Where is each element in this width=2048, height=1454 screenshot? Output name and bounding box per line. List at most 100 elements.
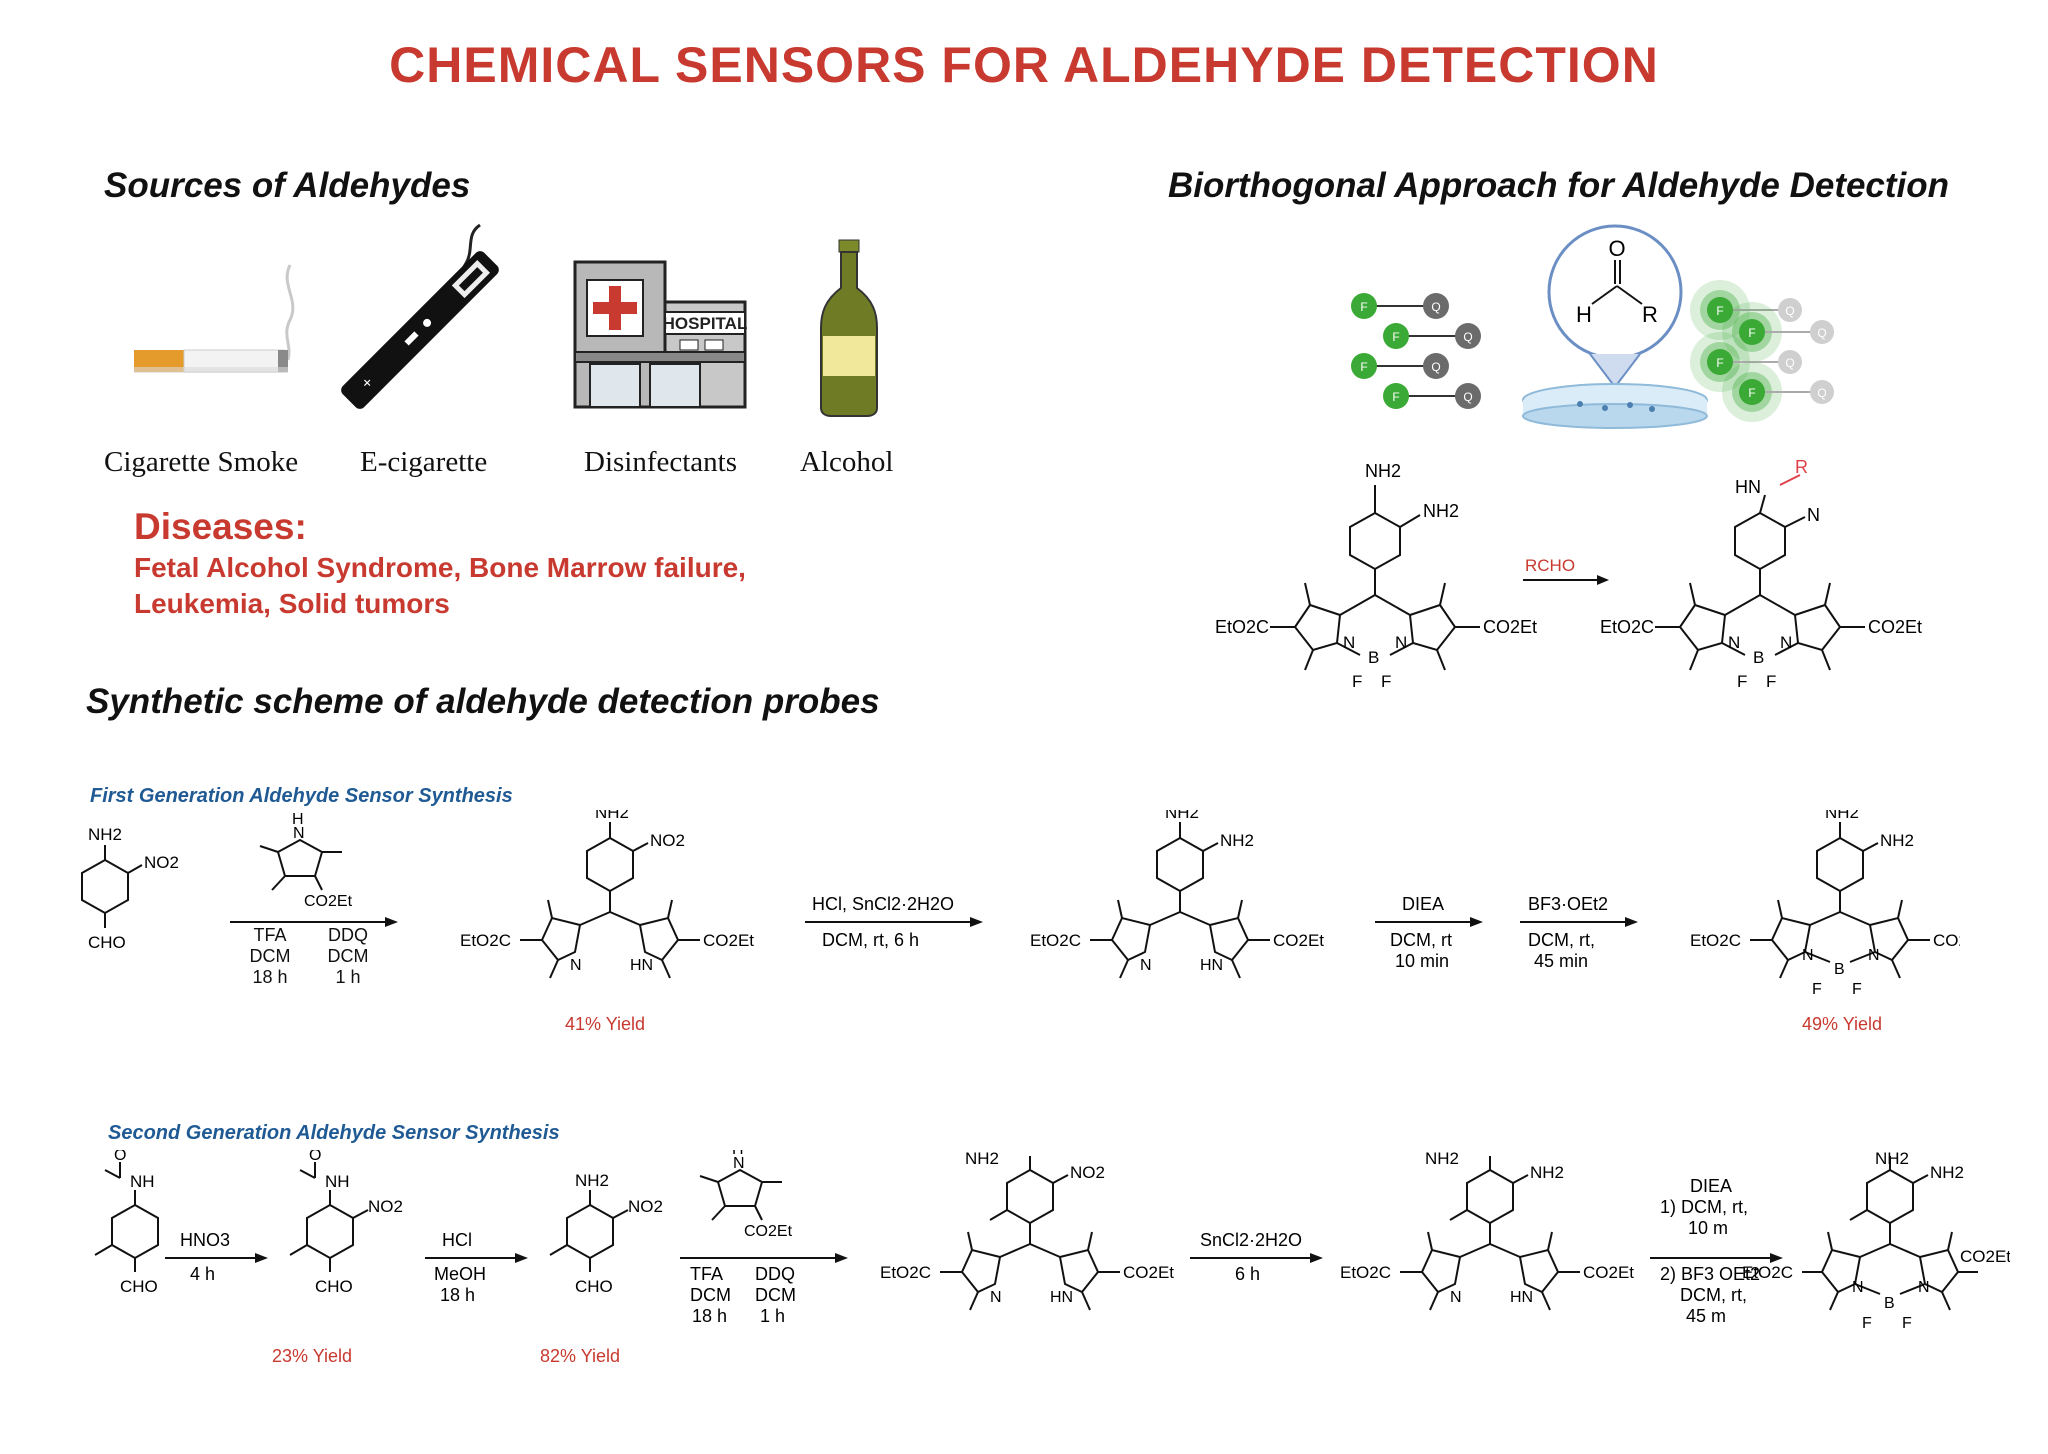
page-title: CHEMICAL SENSORS FOR ALDEHYDE DETECTION <box>389 37 1659 93</box>
cigarette-icon <box>134 264 295 373</box>
source-label-cigarette-smoke: Cigarette Smoke <box>104 446 299 478</box>
eto2c-label: EtO2C <box>1030 931 1081 950</box>
n-label: N <box>570 957 582 974</box>
nitrogen-label: N <box>1395 633 1407 652</box>
condition-text: 18 h <box>692 1306 727 1326</box>
hn-label: HN <box>630 957 653 974</box>
pyrrole-n-label: N <box>733 1155 745 1172</box>
fluorine-label: F <box>1381 672 1391 691</box>
boron-label: B <box>1753 648 1764 667</box>
hn-label: HN <box>1200 957 1223 974</box>
diseases-line-1: Fetal Alcohol Syndrome, Bone Marrow fail… <box>134 552 746 583</box>
co2et-label: CO2Et <box>1933 931 1960 950</box>
n-label: N <box>1868 947 1880 964</box>
fluorine-label: F <box>1766 672 1776 691</box>
fluorophore-label: F <box>1360 300 1367 314</box>
condition-text: TFA <box>253 925 287 945</box>
b-label: B <box>1884 1295 1895 1312</box>
alcohol-bottle-icon <box>820 239 878 417</box>
condition-text: 1 h <box>760 1306 785 1326</box>
condition-text: 45 m <box>1686 1306 1726 1326</box>
nh2-label: NH2 <box>595 810 629 822</box>
ester-right-label: CO2Et <box>1868 617 1922 637</box>
second-generation-label: Second Generation Aldehyde Sensor Synthe… <box>108 1122 560 1144</box>
condition-text: BF3·OEt2 <box>1528 894 1608 914</box>
imidazole-nh-label: HN <box>1735 477 1761 497</box>
no2-label: NO2 <box>650 831 685 850</box>
quenched-probes-icon: F Q F Q F Q F Q <box>1351 293 1481 409</box>
condition-text: HNO3 <box>180 1230 230 1250</box>
o-label: O <box>309 1150 321 1164</box>
diseases-line-2: Leukemia, Solid tumors <box>134 588 450 619</box>
aldehyde-oxygen: O <box>1608 236 1625 261</box>
n-label: N <box>1450 1289 1462 1306</box>
condition-text: DIEA <box>1690 1176 1732 1196</box>
condition-text: 6 h <box>1235 1264 1260 1284</box>
eto2c-label: EtO2C <box>1340 1263 1391 1282</box>
f-label: F <box>1862 1315 1872 1332</box>
benzimidazole-bodipy-structure <box>1655 474 1865 671</box>
nh2-label: NH2 <box>88 825 122 844</box>
quencher-label: Q <box>1817 326 1826 340</box>
bodipy-reaction-diagram: NH2 NH2 EtO2C CO2Et N N B F F RCHO R HN … <box>1215 457 1922 691</box>
condition-text: DCM, rt <box>1390 930 1452 950</box>
bioorthogonal-heading: Biorthogonal Approach for Aldehyde Detec… <box>1168 166 1950 205</box>
ester-left-label: EtO2C <box>1215 617 1269 637</box>
quencher-label: Q <box>1431 300 1440 314</box>
fluorine-label: F <box>1352 672 1362 691</box>
condition-text: 1) DCM, rt, <box>1660 1197 1748 1217</box>
nh2-label: NH2 <box>1930 1163 1964 1182</box>
synthesis-heading: Synthetic scheme of aldehyde detection p… <box>86 682 880 721</box>
condition-text: SnCl2·2H2O <box>1200 1230 1302 1250</box>
condition-text: HCl <box>442 1230 472 1250</box>
condition-text: 45 min <box>1534 951 1588 971</box>
fluorophore-label: F <box>1392 330 1399 344</box>
hn-label: HN <box>1510 1289 1533 1306</box>
quencher-label: Q <box>1785 304 1794 318</box>
condition-text: 1 h <box>335 967 361 987</box>
no2-label: NO2 <box>368 1197 403 1216</box>
nh2-label: NH2 <box>965 1150 999 1168</box>
eto2c-label: EtO2C <box>460 931 511 950</box>
co2et-label: CO2Et <box>304 893 353 910</box>
nh2-label: NH2 <box>1165 810 1199 822</box>
quencher-label: Q <box>1431 360 1440 374</box>
hospital-sign-text: HOSPITAL <box>663 314 748 333</box>
fluorophore-label: F <box>1748 326 1755 340</box>
nh2-label: NH2 <box>575 1171 609 1190</box>
cho-label: CHO <box>120 1277 158 1296</box>
condition-text: DCM <box>249 946 291 966</box>
aldehyde-r: R <box>1642 302 1658 327</box>
cho-label: CHO <box>88 933 126 952</box>
condition-text: 10 min <box>1395 951 1449 971</box>
yield-label: 82% Yield <box>540 1346 620 1366</box>
condition-text: 18 h <box>440 1285 475 1305</box>
condition-text: DIEA <box>1402 894 1444 914</box>
sources-heading: Sources of Aldehydes <box>104 166 471 205</box>
condition-text: DDQ <box>328 925 368 945</box>
b-label: B <box>1834 961 1845 978</box>
fluorophore-label: F <box>1716 356 1723 370</box>
condition-text: 18 h <box>252 967 288 987</box>
o-label: O <box>114 1150 126 1164</box>
condition-text: MeOH <box>434 1264 486 1284</box>
nh2-label: NH2 <box>1880 831 1914 850</box>
n-label: N <box>1140 957 1152 974</box>
yield-label: 41% Yield <box>565 1014 645 1034</box>
source-label-disinfectants: Disinfectants <box>584 446 738 478</box>
nitrogen-label: N <box>1343 633 1355 652</box>
co2et-label: CO2Et <box>703 931 754 950</box>
condition-text: DCM, rt, 6 h <box>822 930 919 950</box>
condition-text: DCM <box>755 1285 796 1305</box>
quencher-label: Q <box>1817 386 1826 400</box>
no2-label: NO2 <box>1070 1163 1105 1182</box>
pyrrole-h-label: H <box>732 1150 744 1158</box>
e-cigarette-icon: + <box>341 223 499 409</box>
nitrogen-label: N <box>1780 633 1792 652</box>
diamine-bodipy-structure <box>1270 485 1480 671</box>
nh2-label: NH2 <box>1825 810 1859 822</box>
condition-text: HCl, SnCl2·2H2O <box>812 894 954 914</box>
fluorophore-label: F <box>1360 360 1367 374</box>
fluorine-label: F <box>1737 672 1747 691</box>
